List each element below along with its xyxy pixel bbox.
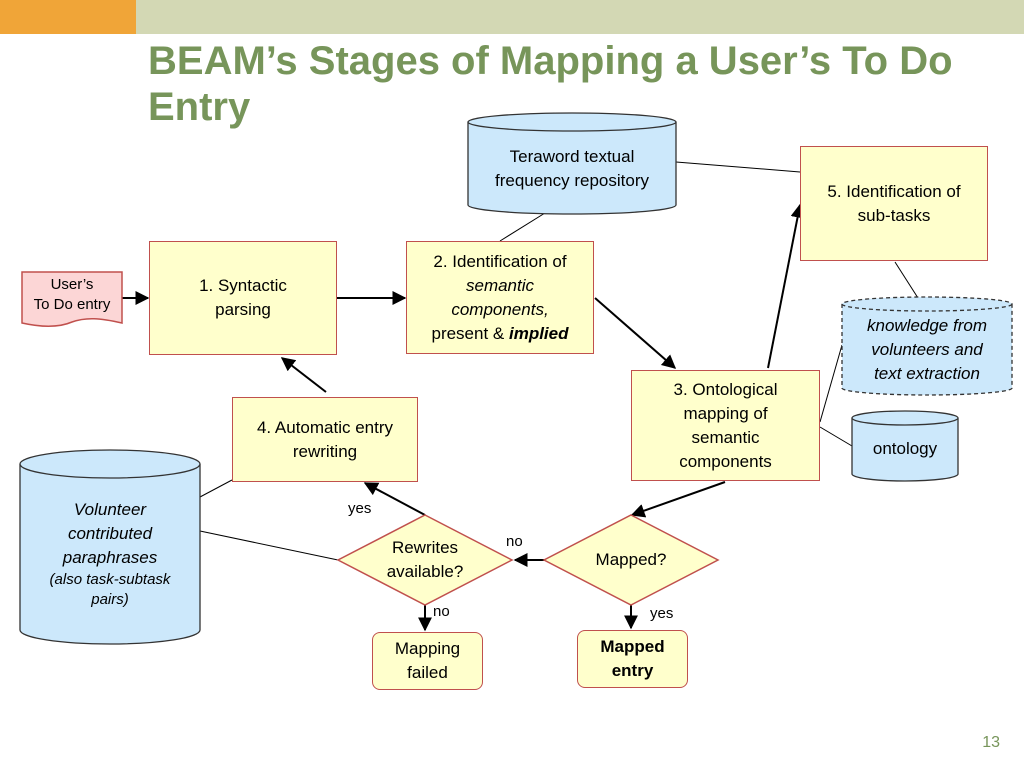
rewrites-label-1: Rewrites xyxy=(391,538,459,557)
edge-label-no-failed: no xyxy=(433,603,450,620)
mapped-diamond xyxy=(542,514,720,606)
stage5-label-1: 5. Identification of xyxy=(827,181,961,201)
stage2-label-1: 2. Identification of xyxy=(433,251,567,271)
knowledge-cylinder xyxy=(841,296,1013,396)
teraword-cylinder xyxy=(467,112,677,215)
knowledge-node: knowledge from volunteers and text extra… xyxy=(842,314,1012,386)
volunteer-label-1: Volunteer xyxy=(73,500,147,519)
mapped-entry-label-2: entry xyxy=(611,661,654,680)
teraword-label-2: frequency repository xyxy=(494,171,650,190)
stage3-label-2: mapping of xyxy=(683,403,768,423)
mapped-entry-box: Mapped entry xyxy=(577,630,688,688)
rewrites-decision: Rewrites available? xyxy=(360,536,490,584)
header-accent-bar xyxy=(0,0,136,34)
stage2-label-4: present & implied xyxy=(431,322,568,346)
stage4-to-stage1-arrow xyxy=(280,357,327,393)
knowledge-label-3: text extraction xyxy=(874,364,980,383)
page-number: 13 xyxy=(982,734,1000,751)
ontology-label: ontology xyxy=(872,439,938,458)
ontology-node: ontology xyxy=(852,432,958,466)
stage5-box: 5. Identification of sub-tasks xyxy=(800,146,988,261)
rewrites-to-stage4-arrow xyxy=(363,482,426,516)
edge-label-yes-mapped: yes xyxy=(650,605,674,622)
edge-label-no-rewrites: no xyxy=(506,533,523,550)
stage5-to-knowledge-line xyxy=(894,261,919,299)
mapping-failed-label-2: failed xyxy=(407,663,448,682)
stage2-label-2: semantic xyxy=(465,275,535,295)
teraword-to-stage5-line xyxy=(675,161,801,173)
knowledge-label-1: knowledge from xyxy=(866,316,987,335)
stage2-box: 2. Identification of semantic components… xyxy=(406,241,594,354)
mapped-decision: Mapped? xyxy=(566,546,696,574)
volunteer-to-rewrites-line xyxy=(199,530,339,561)
stage3-label-3: semantic xyxy=(691,427,760,447)
stage1-box: 1. Syntactic parsing xyxy=(149,241,337,355)
stage3-box: 3. Ontological mapping of semantic compo… xyxy=(631,370,820,481)
stage4-label-2: rewriting xyxy=(292,441,358,461)
volunteer-label-2: contributed xyxy=(67,524,153,543)
stage3-label-4: components xyxy=(679,451,772,471)
ontology-cylinder xyxy=(851,410,959,482)
teraword-label-1: Teraword textual xyxy=(509,147,635,166)
stage1-label-2: parsing xyxy=(215,300,271,319)
volunteer-node: Volunteer contributed paraphrases (also … xyxy=(20,494,200,614)
stage3-label-1: 3. Ontological xyxy=(673,379,778,399)
user-entry-label-1: User’s xyxy=(50,276,94,293)
user-entry-node: User’s To Do entry xyxy=(22,274,122,316)
knowledge-label-2: volunteers and xyxy=(871,340,983,359)
stage5-label-2: sub-tasks xyxy=(857,205,931,225)
rewrites-label-2: available? xyxy=(386,562,464,581)
teraword-node: Teraword textual frequency repository xyxy=(468,134,676,204)
stage2-to-stage3-arrow xyxy=(594,297,677,369)
slide-title: BEAM’s Stages of Mapping a User’s To Do … xyxy=(148,39,953,129)
volunteer-to-stage4-line xyxy=(199,479,233,498)
rewrites-diamond xyxy=(336,514,514,606)
edge-label-yes-rewrite: yes xyxy=(348,500,372,517)
stage3-to-mapped-arrow xyxy=(630,481,726,518)
stage2-label-4-emphasis: implied xyxy=(508,323,569,343)
volunteer-label-3: paraphrases xyxy=(62,548,158,567)
stage2-label-4-prefix: present & xyxy=(431,323,509,343)
stage4-label-1: 4. Automatic entry xyxy=(256,417,394,437)
mapping-failed-box: Mapping failed xyxy=(372,632,483,690)
volunteer-cylinder xyxy=(19,449,201,645)
user-entry-label-2: To Do entry xyxy=(33,296,111,313)
mapped-decision-label: Mapped? xyxy=(595,550,667,569)
mapping-failed-label-1: Mapping xyxy=(394,639,461,658)
stage3-to-ontology-line xyxy=(819,426,853,447)
header-band xyxy=(136,0,1024,34)
stage3-to-knowledge-line xyxy=(819,344,843,423)
teraword-to-stage2-line xyxy=(499,212,546,242)
stage2-label-3: components, xyxy=(451,299,549,319)
volunteer-label-5: pairs) xyxy=(91,591,129,608)
volunteer-label-4: (also task-subtask xyxy=(49,571,171,588)
stage3-to-stage5-arrow xyxy=(767,203,805,369)
user-entry-document xyxy=(21,271,123,327)
stage4-box: 4. Automatic entry rewriting xyxy=(232,397,418,482)
stage1-label-1: 1. Syntactic xyxy=(199,276,287,295)
mapped-entry-label-1: Mapped xyxy=(600,637,665,656)
